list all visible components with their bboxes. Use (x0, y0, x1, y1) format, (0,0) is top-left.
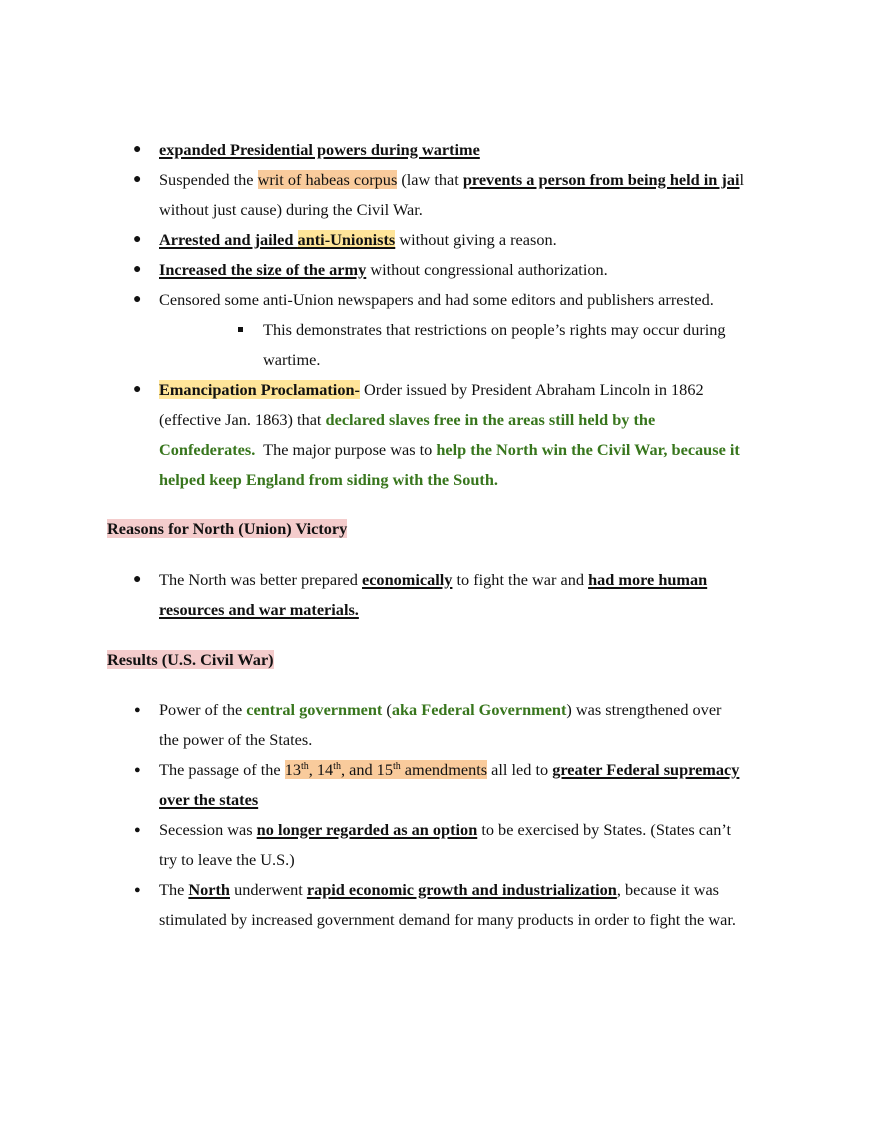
list-item: The North underwent rapid economic growt… (159, 880, 720, 899)
highlight: 13th, 14th, and 15th amendments (284, 760, 488, 779)
bullet-icon: ● (133, 572, 142, 587)
bullet-icon: ● (134, 764, 141, 776)
list-item-continuation: over the states (159, 790, 259, 809)
list-item-continuation: resources and war materials. (159, 600, 359, 619)
list-item-continuation: the power of the States. (159, 730, 313, 749)
sub-list-item-continuation: wartime. (263, 350, 321, 369)
list-item: expanded Presidential powers during wart… (159, 140, 480, 159)
section-heading: Results (U.S. Civil War) (107, 650, 274, 669)
list-item-continuation: helped keep England from siding with the… (159, 470, 498, 489)
list-item-continuation: stimulated by increased government deman… (159, 910, 736, 929)
list-item: Increased the size of the army without c… (159, 260, 608, 279)
list-item-continuation: without just cause) during the Civil War… (159, 200, 423, 219)
list-item: Censored some anti-Union newspapers and … (159, 290, 714, 309)
list-item-continuation: try to leave the U.S.) (159, 850, 295, 869)
list-item-continuation: Confederates. The major purpose was to h… (159, 440, 740, 459)
bullet-icon: ● (133, 292, 142, 307)
list-item: Emancipation Proclamation- Order issued … (159, 380, 704, 399)
highlight: writ of habeas corpus (257, 170, 398, 189)
bullet-icon: ● (133, 172, 142, 187)
highlight: Emancipation Proclamation- (159, 380, 360, 399)
list-item: The North was better prepared economical… (159, 570, 708, 589)
bullet-icon: ● (134, 704, 141, 716)
bullet-icon: ● (134, 824, 141, 836)
bullet-icon: ● (133, 232, 142, 247)
list-item-continuation: (effective Jan. 1863) that declared slav… (159, 410, 656, 429)
list-item: Arrested and jailed anti-Unionists witho… (159, 230, 557, 249)
bullet-icon: ● (133, 142, 142, 157)
square-bullet-icon (238, 327, 243, 332)
section-heading: Reasons for North (Union) Victory (107, 519, 348, 538)
highlight: anti-Unionists (297, 230, 396, 249)
list-item: The passage of the 13th, 14th, and 15th … (159, 760, 740, 779)
bullet-icon: ● (133, 382, 142, 397)
bullet-icon: ● (134, 884, 141, 896)
sub-list-item: This demonstrates that restrictions on p… (263, 320, 726, 339)
list-item: Secession was no longer regarded as an o… (159, 820, 732, 839)
bullet-icon: ● (133, 262, 142, 277)
list-item: Power of the central government (aka Fed… (159, 700, 722, 719)
list-item: Suspended the writ of habeas corpus (law… (159, 170, 745, 189)
